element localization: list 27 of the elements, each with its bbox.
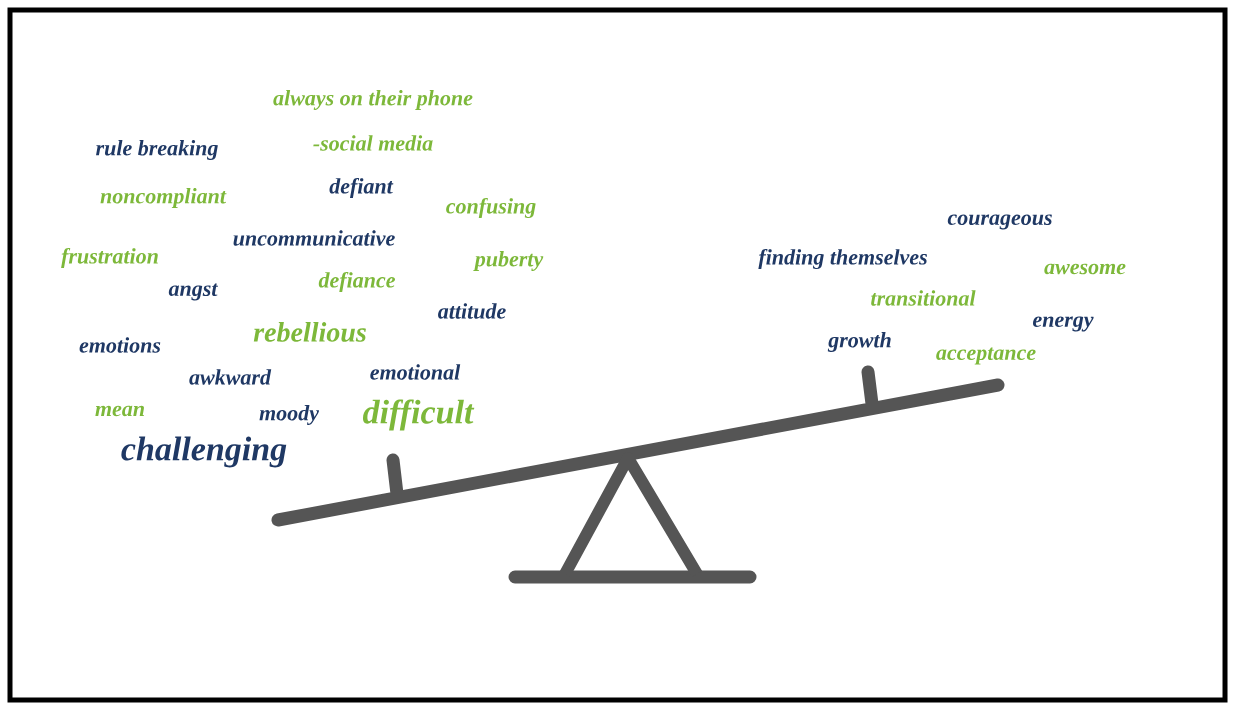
word: awesome	[1044, 263, 1126, 275]
word: defiant	[329, 177, 394, 199]
word: defiance	[318, 271, 395, 293]
word: rule breaking	[96, 140, 218, 160]
word: growth	[827, 332, 891, 352]
word: acceptance	[936, 347, 1036, 365]
word: emotional	[370, 364, 461, 380]
word: awkward	[189, 369, 272, 385]
word: emotions	[79, 337, 161, 353]
word: challenging	[121, 436, 287, 468]
word: angst	[168, 283, 218, 301]
word: puberty	[473, 251, 544, 271]
word: noncompliant	[100, 188, 227, 208]
word: uncommunicative	[233, 230, 395, 246]
word: -social media	[313, 135, 433, 151]
word: finding themselves	[758, 248, 927, 270]
word: confusing	[446, 197, 536, 219]
word: difficult	[363, 399, 475, 431]
word: always on their phone	[273, 90, 473, 110]
word: mean	[95, 405, 144, 417]
word: attitude	[438, 303, 506, 319]
word: courageous	[947, 214, 1052, 230]
word: energy	[1033, 316, 1094, 332]
word: moody	[259, 405, 319, 425]
word: frustration	[61, 247, 158, 269]
word: transitional	[871, 290, 976, 306]
word: rebellious	[253, 322, 366, 342]
